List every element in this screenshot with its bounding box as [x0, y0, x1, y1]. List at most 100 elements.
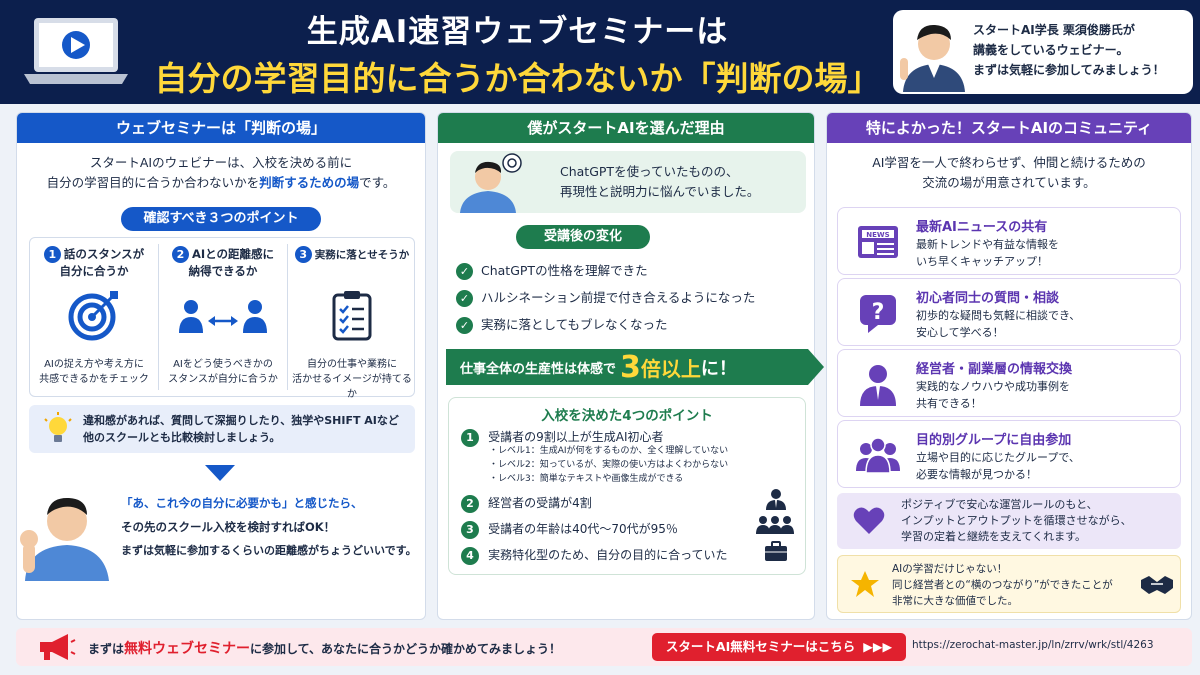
tip-line2: 他のスクールとも比較検討しましょう。 — [83, 431, 281, 444]
change-text: ハルシネーション前提で付き合えるようになった — [481, 290, 756, 305]
footer-cta-a: まずは — [88, 642, 125, 656]
points-heading-pill: 確認すべき３つのポイント — [121, 207, 321, 231]
point-number: 3 — [294, 246, 312, 263]
group-icon — [856, 437, 900, 474]
tip-line1: 違和感があれば、質問して深掘りしたり、独学やSHIFT AIなど — [83, 414, 399, 427]
reason-number: 3 — [461, 521, 479, 539]
middle-panel: 僕がスタートAIを選んだ理由 ChatGPTを使っていたものの、 再現性と説明力… — [437, 112, 824, 620]
card-desc: 初歩的な疑問も気軽に相談でき、 安心して学べる！ — [916, 307, 1080, 341]
card-desc-a: 最新トレンドや有益な情報を — [916, 238, 1059, 251]
point-number: 1 — [43, 246, 61, 263]
point-title-b: 自分に合うか — [59, 264, 129, 278]
reasons-box: 入校を決めた4つのポイント 1 受講者の9割以上が生成AI初心者 ・レベル1：生… — [448, 397, 806, 575]
card-title: 目的別グループに自由参加 — [916, 433, 1072, 448]
level-item: ・レベル2：知っているが、実際の使い方はよくわからない — [489, 460, 729, 470]
reason-text: 経営者の受講が4割 — [488, 496, 592, 510]
business-person-icon — [860, 365, 896, 406]
handshake-icon — [1141, 576, 1173, 594]
card-desc: 実践的なノウハウや成功事例を 共有できる！ — [916, 378, 1070, 412]
megaphone-icon — [40, 634, 76, 660]
speaker-text-line1: スタートAI学長 栗須俊勝氏が — [973, 23, 1135, 37]
point-title-a: 話のスタンスが — [63, 247, 145, 261]
point-desc-b: 共感できるかをチェック — [39, 374, 149, 385]
closing-line3: まずは気軽に参加するくらいの距離感がちょうどいいです。 — [121, 544, 417, 557]
card-desc-a: 立場や目的に応じたグループで、 — [916, 451, 1080, 464]
left-panel-heading: ウェブセミナーは「判断の場」 — [17, 113, 425, 143]
community-card: 経営者・副業層の情報交換 実践的なノウハウや成功事例を 共有できる！ — [837, 349, 1181, 417]
left-intro-line2: 自分の学習目的に合うか合わないかを判断するための場です。 — [17, 173, 425, 193]
reason-text: 受講者の9割以上が生成AI初心者 — [488, 430, 664, 444]
left-panel: ウェブセミナーは「判断の場」 スタートAIのウェビナーは、入校を決める前に 自分… — [16, 112, 426, 620]
check-icon: ✓ — [456, 263, 473, 280]
footer-cta-highlight: 無料ウェブセミナー — [124, 641, 251, 657]
productivity-c: に！ — [700, 358, 737, 380]
left-intro-line1: スタートAIのウェビナーは、入校を決める前に — [89, 155, 353, 170]
reason-number: 2 — [461, 495, 479, 513]
reason-item-1: 1 受講者の9割以上が生成AI初心者 — [461, 426, 663, 447]
quote-box: ChatGPTを使っていたものの、 再現性と説明力に悩んでいました。 — [450, 151, 806, 213]
footer-url-link[interactable]: https://zerochat-master.jp/ln/zrrv/wrk/s… — [912, 639, 1154, 651]
note-line2: 同じ経営者との“横のつながり”ができたことが — [892, 579, 1113, 591]
question-icon: ? — [860, 295, 896, 333]
news-icon-text: NEWS — [866, 231, 889, 239]
speaker-text-line3: まずは気軽に参加してみましょう！ — [973, 63, 1165, 77]
productivity-b: 倍以上 — [640, 357, 701, 381]
header-title-line2: 自分の学習目的に合うか合わないか「判断の場」 — [154, 59, 881, 98]
reason-item-4: 4 実務特化型のため、自分の目的に合っていた — [461, 544, 728, 565]
rules-box: ポジティブで安心な運営ルールのもと、 インプットとアウトプットを循環させながら、… — [837, 493, 1181, 549]
points-divider — [158, 244, 159, 390]
checklist-icon — [332, 291, 372, 341]
footer-cta-bar: まずは無料ウェブセミナーに参加して、あなたに合うかどうか確かめてみましょう！ ス… — [16, 628, 1192, 666]
point-desc-b: スタンスが自分に合うか — [168, 374, 278, 385]
free-seminar-button[interactable]: スタートAI無料セミナーはこちら▶▶▶ — [652, 633, 906, 661]
speaker-card: スタートAI学長 栗須俊勝氏が 講義をしているウェビナー。 まずは気軽に参加して… — [893, 10, 1193, 94]
community-card: 目的別グループに自由参加 立場や目的に応じたグループで、 必要な情報が見つかる！ — [837, 420, 1181, 488]
point-title-a: 実務に落とせそうか — [314, 249, 410, 261]
note-line1: AIの学習だけじゃない！ — [892, 563, 1008, 575]
people-group-icon — [756, 516, 794, 534]
reason-number: 1 — [461, 429, 479, 447]
reason-text: 受講者の年齢は40代〜70代が95％ — [488, 522, 678, 536]
check-icon: ✓ — [456, 317, 473, 334]
tip-box: 違和感があれば、質問して深掘りしたり、独学やSHIFT AIなど 他のスクールと… — [29, 405, 415, 453]
productivity-a: 仕事全体の生産性は体感で — [460, 362, 617, 377]
closing-line1: 「あ、これ今の自分に必要かも」と感じたら、 — [121, 496, 363, 510]
people-distance-icon — [179, 300, 267, 333]
target-icon — [68, 291, 118, 341]
speaker-text-line2: 講義をしているウェビナー。 — [973, 43, 1129, 57]
manager-icon — [766, 489, 786, 510]
right-intro-line1: AI学習を一人で終わらせず、仲間と続けるための — [872, 155, 1146, 170]
right-intro: AI学習を一人で終わらせず、仲間と続けるための 交流の場が用意されています。 — [827, 153, 1191, 193]
reason-text: 実務特化型のため、自分の目的に合っていた — [488, 548, 728, 562]
note-box: AIの学習だけじゃない！ 同じ経営者との“横のつながり”ができたことが 非常に大… — [837, 555, 1181, 613]
header-banner: 生成AI速習ウェブセミナーは 自分の学習目的に合うか合わないか「判断の場」 スタ… — [0, 0, 1200, 104]
changes-list: ✓ChatGPTの性格を理解できた ✓ハルシネーション前提で付き合えるようになっ… — [456, 257, 755, 338]
card-desc-a: 初歩的な疑問も気軽に相談でき、 — [916, 309, 1081, 322]
card-desc: 立場や目的に応じたグループで、 必要な情報が見つかる！ — [916, 449, 1080, 483]
rules-line2: インプットとアウトプットを循環させながら、 — [901, 514, 1132, 527]
right-panel-heading: 特によかった！スタートAIのコミュニティ — [827, 113, 1191, 143]
left-intro-line2-c: です。 — [359, 175, 396, 190]
point-desc-b: 活かせるイメージが持てるか — [292, 374, 412, 400]
reasons-heading: 入校を決めた4つのポイント — [541, 408, 713, 424]
quote-line2: 再現性と説明力に悩んでいました。 — [560, 184, 760, 199]
point-title-b: 納得できるか — [188, 264, 258, 278]
card-desc: 最新トレンドや有益な情報を いち早くキャッチアップ！ — [916, 236, 1059, 270]
change-text: 実務に落としてもブレなくなった — [481, 317, 668, 332]
right-panel: 特によかった！スタートAIのコミュニティ AI学習を一人で終わらせず、仲間と続け… — [826, 112, 1192, 620]
change-item: ✓ 実務に落としてもブレなくなった — [456, 311, 755, 338]
footer-cta-text: まずは無料ウェブセミナーに参加して、あなたに合うかどうか確かめてみましょう！ — [88, 638, 561, 658]
note-line3: 非常に大きな価値でした。 — [892, 595, 1018, 607]
change-item: ✓ハルシネーション前提で付き合えるようになった — [456, 284, 755, 311]
card-desc-a: 実践的なノウハウや成功事例を — [916, 380, 1070, 393]
free-seminar-button-label: スタートAI無料セミナーはこちら — [665, 639, 856, 654]
changes-heading-pill: 受講後の変化 — [516, 225, 650, 249]
card-desc-b: 必要な情報が見つかる！ — [916, 468, 1037, 481]
left-intro: スタートAIのウェビナーは、入校を決める前に 自分の学習目的に合うか合わないかを… — [17, 153, 425, 193]
productivity-banner — [446, 349, 824, 385]
